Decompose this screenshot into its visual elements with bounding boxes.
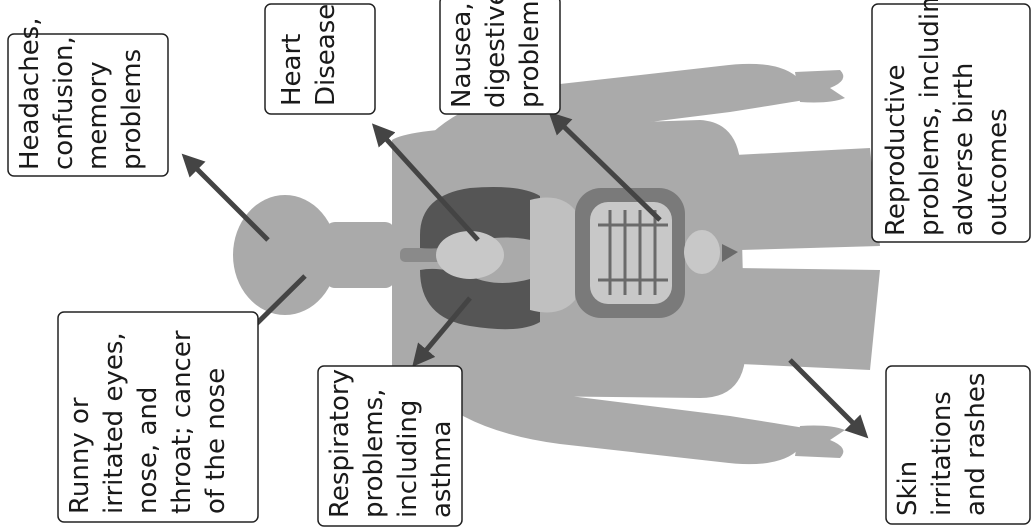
label-headaches-line: memory (83, 61, 113, 170)
label-nausea-line: digestive (481, 0, 511, 108)
label-reproductive-line: adverse birth (949, 63, 979, 236)
label-heart-line: Heart (277, 34, 307, 106)
label-skin-line: and rashes (961, 373, 991, 516)
label-reproductive-line: Reproductive (881, 64, 911, 236)
label-respiratory-line: asthma (427, 421, 457, 518)
label-respiratory: Respiratory problems, including asthma (318, 361, 462, 526)
neck-shape (325, 222, 395, 288)
label-heart: Heart Disease (265, 4, 375, 114)
label-runny-line: Runny or (65, 397, 95, 514)
label-skin-line: Skin (893, 461, 923, 516)
label-respiratory-line: Respiratory (325, 369, 355, 518)
label-skin-line: irritations (927, 391, 957, 516)
arrow-headaches (188, 160, 268, 240)
label-runny: Runny or irritated eyes, nose, and throa… (58, 312, 258, 522)
label-reproductive-line: problems, including (915, 0, 945, 236)
arrow-skin (790, 360, 862, 432)
heart (436, 231, 504, 279)
label-headaches-line: problems (117, 49, 147, 170)
label-nausea-line: problems (515, 0, 545, 108)
upper-hand-shape (795, 70, 845, 103)
label-reproductive-line: outcomes (983, 108, 1013, 236)
bladder (684, 230, 720, 274)
label-headaches-line: Headaches, (15, 18, 45, 171)
svg-text:Nausea, digestive: Nausea, digestive problems (447, 0, 545, 108)
lower-hand-shape (795, 426, 845, 459)
label-nausea: Nausea, digestive problems (440, 0, 560, 114)
label-reproductive: Reproductive problems, including adverse… (872, 0, 1030, 242)
legs-shape (735, 148, 880, 250)
label-respiratory-line: including (393, 400, 423, 518)
label-runny-line: of the nose (201, 368, 231, 514)
label-runny-line: nose, and (133, 387, 163, 514)
label-headaches: Headaches, confusion, memory problems (8, 9, 168, 176)
label-headaches-line: confusion, (49, 36, 79, 170)
liver (530, 198, 575, 313)
label-skin: Skin irritations and rashes (886, 366, 1030, 524)
label-heart-line: Disease (311, 4, 341, 106)
label-runny-line: throat; cancer (167, 330, 197, 514)
legs-shape-lower (735, 268, 880, 370)
label-nausea-line: Nausea, (447, 2, 477, 108)
label-respiratory-line: problems, (359, 389, 389, 518)
label-runny-line: irritated eyes, (99, 332, 129, 514)
